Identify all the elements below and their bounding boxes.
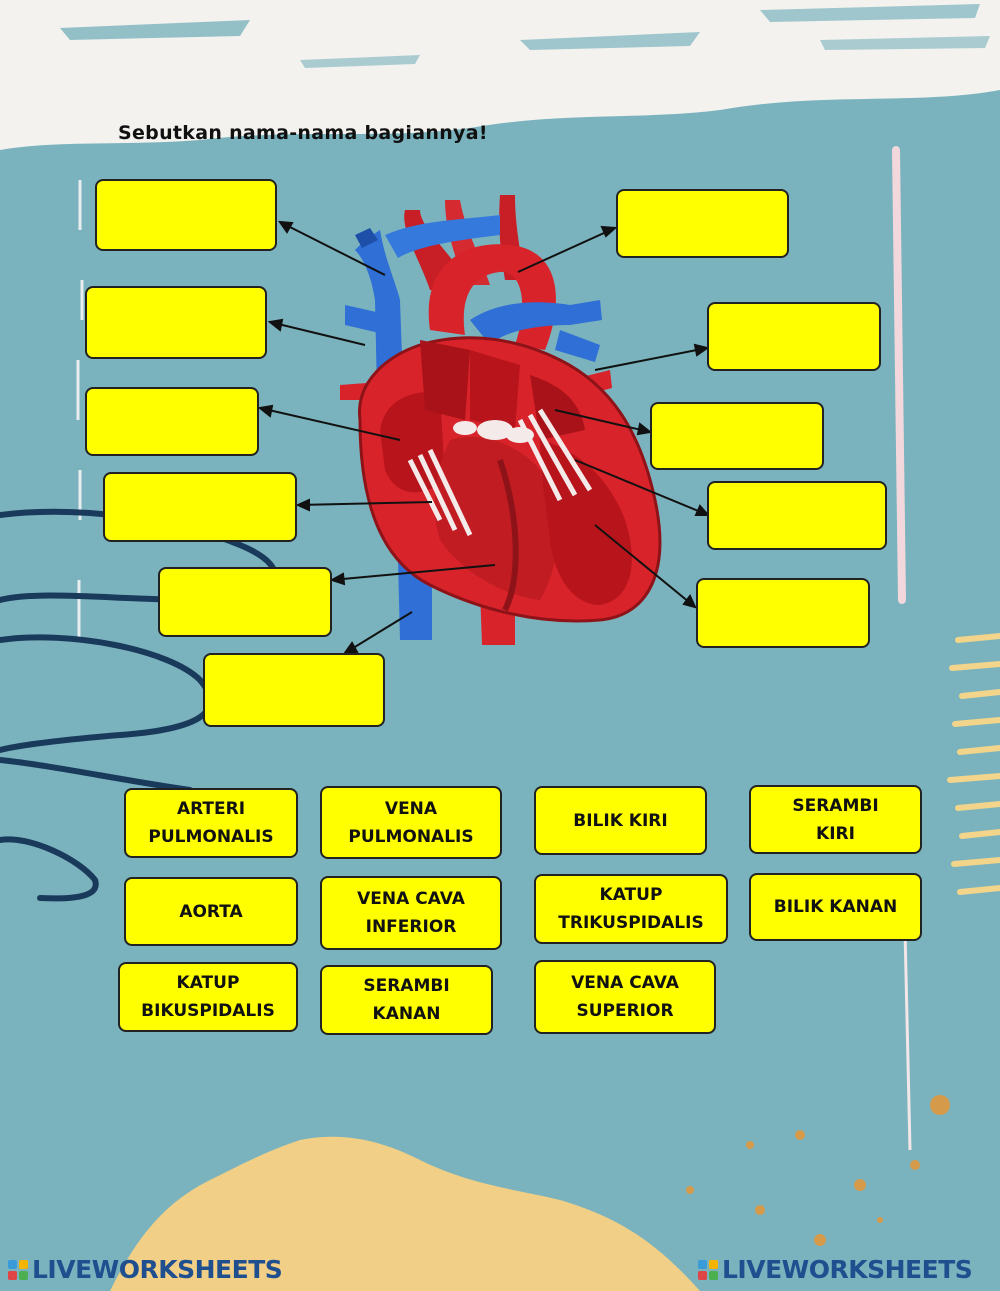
word-bilik-kiri[interactable]: BILIK KIRI: [534, 786, 707, 855]
drop-zone-8[interactable]: [707, 481, 887, 550]
instruction-title: Sebutkan nama-nama bagiannya!: [118, 122, 488, 144]
drop-zone-1[interactable]: [95, 179, 277, 251]
word-vena-cava-inferior[interactable]: VENA CAVA INFERIOR: [320, 876, 502, 950]
word-katup-bikuspidalis[interactable]: KATUP BIKUSPIDALIS: [118, 962, 298, 1032]
drop-zone-11[interactable]: [203, 653, 385, 727]
word-vena-pulmonalis[interactable]: VENA PULMONALIS: [320, 786, 502, 859]
drop-zone-6[interactable]: [650, 402, 824, 470]
word-bilik-kanan[interactable]: BILIK KANAN: [749, 873, 922, 941]
drop-zone-5[interactable]: [85, 387, 259, 456]
brand-name: LIVEWORKSHEETS: [722, 1255, 973, 1284]
word-serambi-kanan[interactable]: SERAMBI KANAN: [320, 965, 493, 1035]
drop-zone-3[interactable]: [85, 286, 267, 359]
liveworksheets-icon: [698, 1259, 718, 1280]
heart-illustration: [340, 195, 662, 645]
drop-zone-2[interactable]: [616, 189, 789, 258]
word-aorta[interactable]: AORTA: [124, 877, 298, 946]
word-serambi-kiri[interactable]: SERAMBI KIRI: [749, 785, 922, 854]
word-arteri-pulmonalis[interactable]: ARTERI PULMONALIS: [124, 788, 298, 858]
drop-zone-4[interactable]: [707, 302, 881, 371]
brand-name: LIVEWORKSHEETS: [32, 1255, 283, 1284]
brand-logo-left: LIVEWORKSHEETS: [8, 1255, 283, 1284]
word-katup-trikuspidalis[interactable]: KATUP TRIKUSPIDALIS: [534, 874, 728, 944]
drop-zone-9[interactable]: [158, 567, 332, 637]
brand-logo-right: LIVEWORKSHEETS: [698, 1255, 973, 1284]
liveworksheets-icon: [8, 1259, 28, 1280]
drop-zone-10[interactable]: [696, 578, 870, 648]
word-vena-cava-superior[interactable]: VENA CAVA SUPERIOR: [534, 960, 716, 1034]
drop-zone-7[interactable]: [103, 472, 297, 542]
